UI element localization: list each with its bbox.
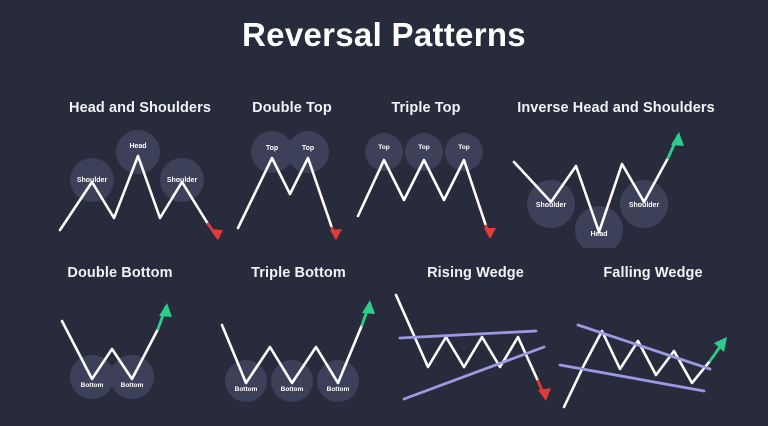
chart-falling-wedge: [558, 323, 727, 409]
trend-line-lower: [558, 363, 706, 393]
price-polyline-double-top: [236, 156, 334, 230]
breakout-arrow-down-icon: [211, 229, 223, 240]
node-circle-top-2: [287, 131, 329, 173]
node-circle-shoulder-right: [160, 158, 204, 202]
node-circle-shoulder-right: [620, 180, 668, 228]
breakout-arrow-down-icon: [330, 229, 342, 240]
node-label-bottom-2: Bottom: [121, 382, 144, 389]
node-label-top-3: Top: [458, 144, 469, 151]
breakout-arrow-up-icon: [159, 303, 172, 317]
chart-inverse-head-and-shoulders: Shoulder Head Shoulder: [512, 132, 684, 248]
breakout-arrow-up-icon: [671, 132, 684, 146]
price-polyline-falling-wedge: [562, 329, 712, 409]
node-label-top-1: Top: [266, 145, 278, 152]
breakout-arrow-up-icon: [714, 337, 727, 352]
trend-line-upper: [576, 323, 712, 371]
trend-line-lower: [402, 345, 546, 401]
pattern-falling-wedge: Falling Wedge: [558, 265, 748, 410]
node-label-shoulder-left: Shoulder: [536, 202, 567, 209]
pattern-triple-bottom: Triple Bottom Bottom Bottom Bottom: [216, 265, 381, 410]
price-polyline-triple-top: [356, 158, 488, 228]
pattern-title-falling-wedge: Falling Wedge: [603, 265, 703, 281]
pattern-title-triple-bottom: Triple Bottom: [251, 265, 346, 281]
trend-line-upper: [398, 329, 538, 340]
pattern-title-double-top: Double Top: [252, 100, 332, 116]
chart-head-and-shoulders: Shoulder Head Shoulder: [58, 130, 223, 240]
breakout-arrow-up-icon: [362, 300, 375, 314]
pattern-head-and-shoulders: Head and Shoulders Shoulder Head Shoulde…: [50, 100, 230, 240]
node-label-top-1: Top: [378, 144, 389, 151]
pattern-title-rising-wedge: Rising Wedge: [427, 265, 524, 281]
node-circle-top-3: [445, 133, 483, 171]
pattern-title-head-and-shoulders: Head and Shoulders: [69, 100, 211, 116]
node-label-top-2: Top: [418, 144, 429, 151]
chart-double-bottom: Bottom Bottom: [60, 303, 172, 399]
pattern-double-top: Double Top Top Top: [232, 100, 352, 240]
price-polyline-inverse-head-and-shoulders: [512, 156, 670, 234]
pattern-double-bottom: Double Bottom Bottom Bottom: [50, 265, 190, 410]
node-label-shoulder-right: Shoulder: [629, 202, 660, 209]
price-polyline-rising-wedge: [394, 293, 540, 383]
chart-rising-wedge: [394, 293, 551, 401]
node-circle-shoulder-left: [527, 180, 575, 228]
breakout-arrow-down-icon: [538, 388, 551, 401]
pattern-title-inverse-head-and-shoulders: Inverse Head and Shoulders: [517, 100, 715, 116]
node-label-head: Head: [129, 143, 146, 150]
breakout-arrow-down-icon: [484, 228, 496, 239]
node-label-shoulder-left: Shoulder: [77, 177, 108, 184]
node-circle-head: [116, 130, 160, 174]
chart-triple-bottom: Bottom Bottom Bottom: [220, 300, 375, 402]
node-label-bottom-2: Bottom: [281, 386, 304, 393]
node-label-bottom-1: Bottom: [81, 382, 104, 389]
pattern-title-triple-top: Triple Top: [391, 100, 461, 116]
price-polyline-triple-bottom: [220, 323, 364, 385]
node-circle-head: [575, 206, 623, 248]
chart-double-top: Top Top: [236, 131, 342, 240]
node-circle-shoulder-left: [70, 158, 114, 202]
node-circle-top-1: [251, 131, 293, 173]
pattern-title-double-bottom: Double Bottom: [67, 265, 173, 281]
pattern-rising-wedge: Rising Wedge: [388, 265, 563, 410]
price-polyline-head-and-shoulders: [58, 154, 210, 232]
chart-triple-top: Top Top Top: [356, 133, 496, 239]
node-label-bottom-1: Bottom: [235, 386, 258, 393]
node-label-head: Head: [590, 231, 607, 238]
node-circle-top-1: [365, 133, 403, 171]
price-polyline-double-bottom: [60, 319, 160, 381]
node-label-shoulder-right: Shoulder: [167, 177, 198, 184]
node-label-bottom-3: Bottom: [327, 386, 350, 393]
node-circle-top-2: [405, 133, 443, 171]
pattern-inverse-head-and-shoulders: Inverse Head and Shoulders Shoulder Head…: [496, 100, 736, 248]
pattern-triple-top: Triple Top Top Top Top: [356, 100, 496, 240]
node-label-top-2: Top: [302, 145, 314, 152]
page-title: Reversal Patterns: [242, 16, 526, 53]
